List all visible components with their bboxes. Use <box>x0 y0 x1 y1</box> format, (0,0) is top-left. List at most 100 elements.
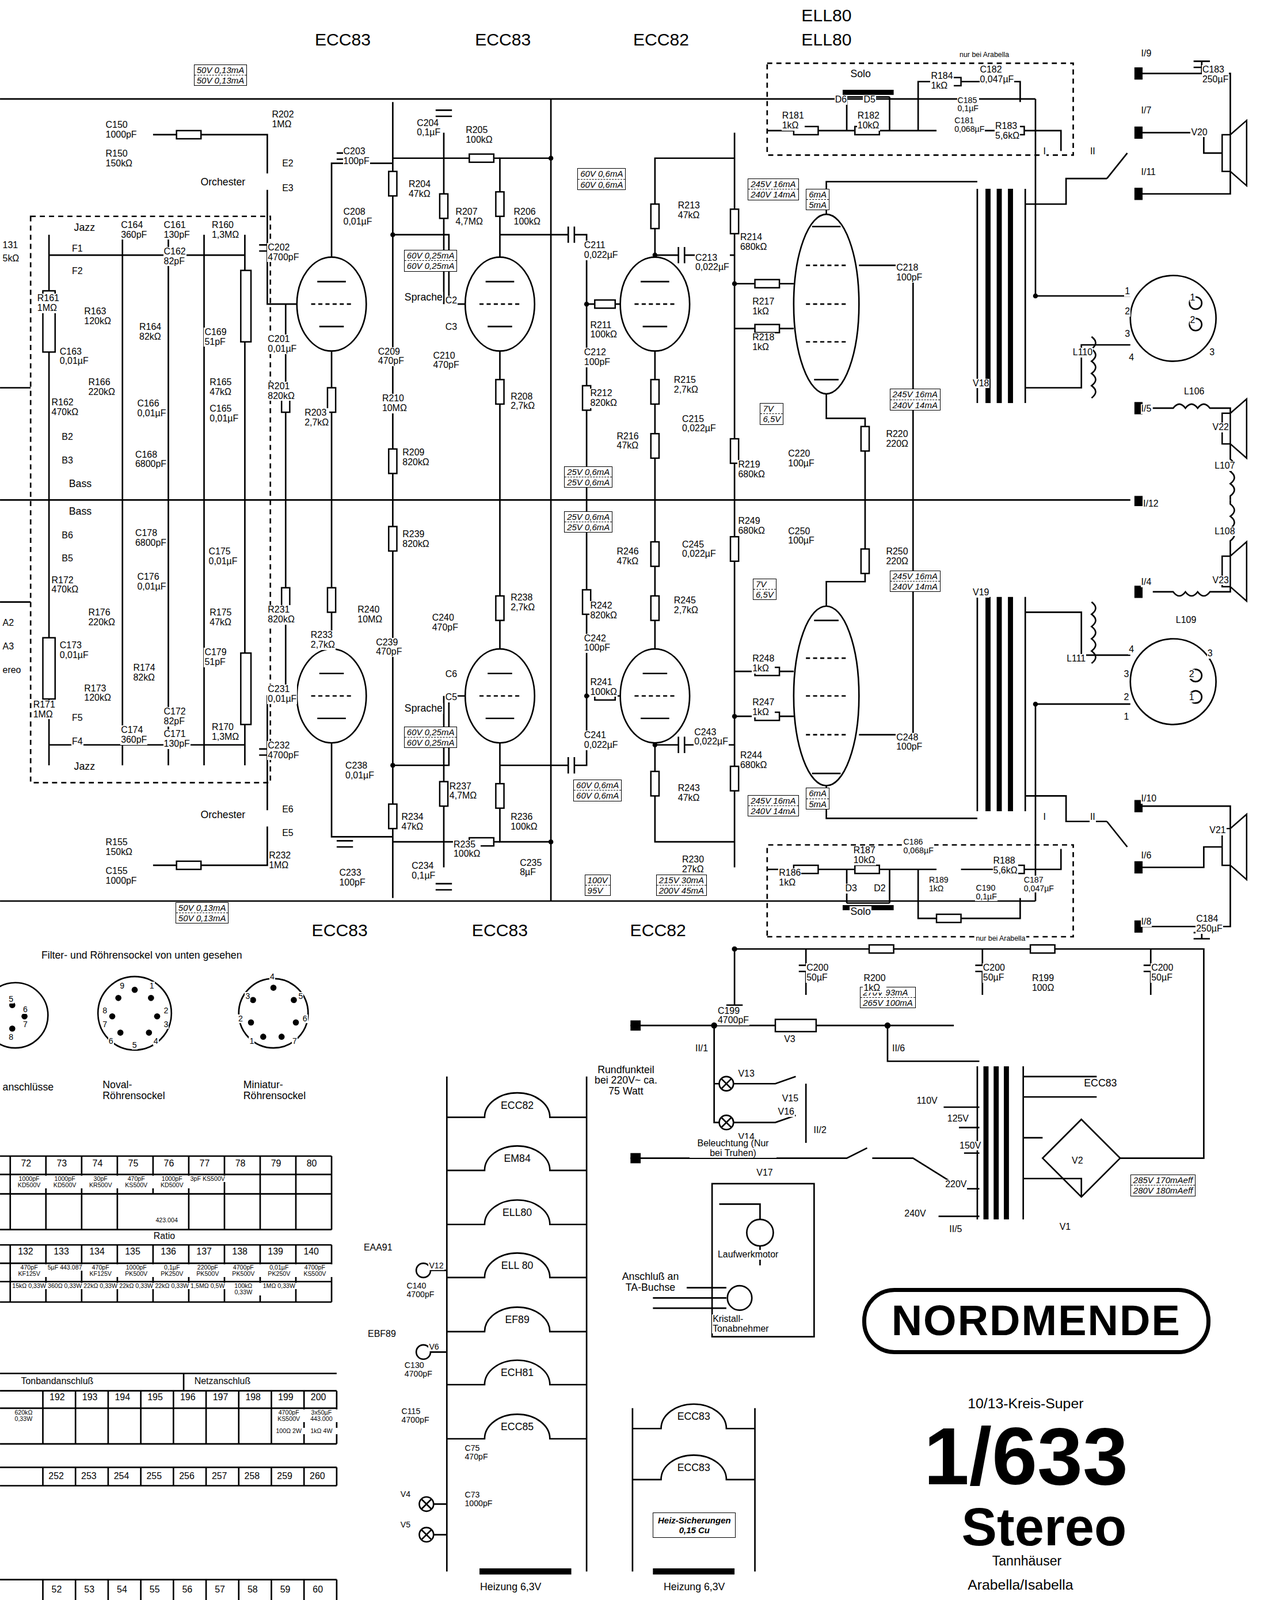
box-text: 5mA <box>806 199 829 210</box>
part-label: R199 100Ω <box>1031 973 1056 993</box>
schematic-path <box>446 1092 587 1439</box>
part-label: L110 <box>1072 347 1094 358</box>
part-label: 192 <box>48 1392 66 1403</box>
part-label: II/5 <box>948 1224 963 1235</box>
part-label: Heizung 6,3V <box>663 1581 726 1593</box>
schematic-path <box>421 1270 447 1540</box>
part-label: 6 <box>22 1004 29 1014</box>
part-label: II/6 <box>891 1043 906 1054</box>
box-text: 200V 45mA <box>656 884 707 896</box>
part-label: 1/633 <box>923 1413 1129 1499</box>
schematic-circle <box>719 1114 734 1130</box>
part-label: 5kΩ <box>2 253 21 264</box>
part-label: 4 <box>153 1036 159 1046</box>
schematic-rect <box>983 1065 989 1220</box>
part-label: V15 <box>781 1093 799 1104</box>
schematic-rect <box>630 1152 641 1164</box>
part-label: 5 <box>298 991 304 1001</box>
part-label: I/5 <box>1140 404 1153 414</box>
part-label: ELL80 <box>501 1207 533 1218</box>
part-label: R241 100kΩ <box>589 677 618 698</box>
schematic-circle <box>290 996 298 1004</box>
part-label: C213 0,022µF <box>694 253 730 273</box>
part-label: C3 <box>444 322 458 333</box>
part-label: V23 <box>1212 575 1230 586</box>
part-label: Ratio <box>153 1231 176 1241</box>
part-label: 110V <box>916 1095 939 1106</box>
part-label: R215 2,7kΩ <box>673 375 699 395</box>
part-label: 22kΩ 0,33W <box>154 1282 190 1289</box>
part-label: 255 <box>145 1471 163 1481</box>
part-label: 53 <box>83 1584 95 1595</box>
part-label: I <box>1042 812 1046 822</box>
part-label: R210 10MΩ <box>381 393 408 414</box>
schematic-rect <box>42 637 55 699</box>
part-label: A2 <box>2 618 15 628</box>
part-label: 131 <box>2 240 19 251</box>
part-label: C130 4700pF <box>404 1360 433 1378</box>
part-label: V4 <box>400 1489 411 1499</box>
part-label: Beleuchtung (Nur bei Truhen) <box>689 1138 777 1159</box>
part-label: 4700pF PK500V <box>225 1264 262 1277</box>
part-label: B2 <box>61 432 74 443</box>
shared-parts <box>42 270 1055 1032</box>
box-text: 50V 0,13mA <box>176 902 229 913</box>
part-label: R173 120kΩ <box>83 683 112 704</box>
schematic-path <box>632 1403 756 1572</box>
part-label: C240 470pF <box>431 613 459 633</box>
part-label: 22kΩ 0,33W <box>82 1282 119 1289</box>
box-text: 245V 16mA <box>890 570 940 581</box>
part-label: C161 130pF <box>163 220 191 241</box>
schematic-path <box>10 1244 332 1302</box>
part-label: C140 4700pF <box>405 1281 435 1299</box>
part-label: ECC82 <box>500 1099 535 1111</box>
part-label: R201 820kΩ <box>267 381 295 402</box>
part-label: R204 47kΩ <box>408 179 432 200</box>
part-label: C201 0,01µF <box>267 334 298 354</box>
part-label: ECC83 <box>676 1462 711 1473</box>
box-text: 50V 0,13mA <box>176 912 229 923</box>
box-text: 6mA <box>806 787 829 798</box>
part-label: 133 <box>52 1246 70 1257</box>
part-label: C165 0,01µF <box>208 404 239 424</box>
part-label: 1 <box>1188 692 1195 703</box>
part-label: R244 680kΩ <box>739 750 768 771</box>
part-label: R163 120kΩ <box>83 306 112 327</box>
part-label: 423.004 <box>154 1216 178 1224</box>
voltage-box: 7V6,5V <box>752 578 777 601</box>
part-label: C150 1000pF <box>105 120 138 140</box>
part-label: 4700pF KS500V <box>297 1264 333 1277</box>
part-label: R236 100kΩ <box>509 812 538 832</box>
part-label: C184 250µF <box>1195 914 1224 934</box>
part-label: Jazz <box>73 222 96 234</box>
part-label: R243 47kΩ <box>677 783 701 803</box>
part-label: Stereo <box>961 1499 1128 1556</box>
part-label: 73 <box>55 1158 68 1169</box>
part-label: 75 <box>127 1158 140 1169</box>
part-label: 470pF KS500V <box>118 1175 155 1189</box>
schematic-circle <box>97 976 172 1050</box>
part-label: R218 1kΩ <box>751 332 775 353</box>
part-label: 10/13-Kreis-Super <box>966 1395 1084 1411</box>
part-label: Noval- Röhrensockel <box>101 1079 166 1101</box>
box-text: 6,5V <box>753 588 776 600</box>
part-label: C179 51pF <box>203 647 227 668</box>
part-label: Filter- und Röhrensockel von unten geseh… <box>40 949 243 961</box>
part-label: R207 4,7MΩ <box>454 207 483 227</box>
part-label: EF89 <box>504 1314 530 1326</box>
part-label: EAA91 <box>363 1242 394 1253</box>
part-label: ereo <box>2 665 22 676</box>
part-label: ELL 80 <box>500 1259 535 1271</box>
part-label: 470pF KF125V <box>10 1264 47 1277</box>
part-label: R203 2,7kΩ <box>303 408 330 428</box>
part-label: 3 <box>1124 329 1131 340</box>
part-label: C5 <box>444 692 458 703</box>
part-label: R186 1kΩ <box>778 867 802 888</box>
part-label: Arabella/Isabella <box>966 1577 1074 1593</box>
schematic-circle <box>746 1219 774 1246</box>
part-label: C232 4700pF <box>267 740 300 761</box>
schematic-path <box>48 234 245 766</box>
upper-channel <box>0 61 1247 500</box>
part-label: R161 1MΩ <box>36 293 60 314</box>
part-label: V1 <box>1059 1221 1072 1232</box>
